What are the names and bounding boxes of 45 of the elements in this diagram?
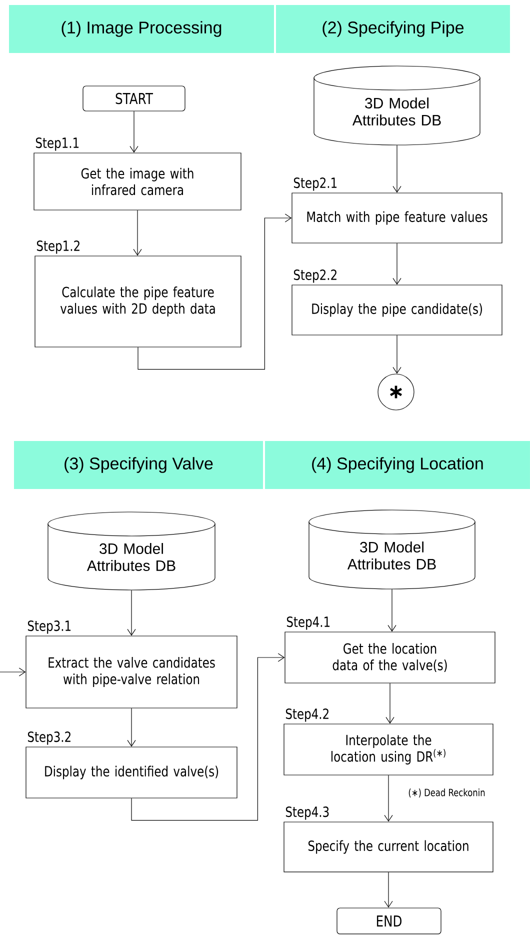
node-label: 3D Model Attributes DB bbox=[347, 541, 436, 570]
step-label: Step4.3 bbox=[286, 806, 329, 820]
step-label: Step2.2 bbox=[294, 270, 336, 283]
process-box: Get the image with infrared camera bbox=[34, 152, 242, 210]
arrow bbox=[0, 668, 26, 676]
database-cylinder: 3D Model Attributes DB bbox=[48, 512, 216, 590]
terminal-box: START bbox=[82, 86, 186, 112]
terminal-box: END bbox=[336, 908, 442, 934]
step-label: Step3.2 bbox=[28, 731, 70, 745]
section-header: (4) Specifying Location bbox=[265, 441, 530, 489]
process-box: Display the pipe candidate(s) bbox=[292, 284, 502, 336]
step-label: Step3.1 bbox=[28, 620, 71, 634]
arrow bbox=[388, 588, 396, 632]
arrow bbox=[127, 590, 136, 636]
arrow bbox=[130, 111, 138, 153]
process-box: Get the location data of the valve(s) bbox=[284, 632, 496, 684]
arrow bbox=[133, 210, 142, 256]
arrow bbox=[386, 683, 394, 724]
step-label: Step4.1 bbox=[286, 616, 330, 630]
process-box: Display the identified valve(s) bbox=[26, 746, 238, 798]
node-label: 3D Model Attributes DB bbox=[86, 542, 176, 571]
arrow bbox=[392, 243, 402, 285]
process-box: Interpolate the location using DR$^{(∗)}$ bbox=[284, 724, 494, 776]
arrow bbox=[384, 872, 393, 908]
arrow bbox=[392, 144, 402, 193]
database-cylinder: 3D Model Attributes DB bbox=[314, 66, 480, 146]
step-label: Step1.1 bbox=[36, 138, 79, 151]
process-box: Extract the valve candidates with pipe-valve relation bbox=[26, 636, 238, 708]
footnote: (∗) Dead Reckonin bbox=[408, 788, 485, 798]
section-header: (2) Specifying Pipe bbox=[276, 5, 510, 53]
process-box: Calculate the pipe feature values with 2D depth data bbox=[34, 256, 242, 348]
arrow bbox=[138, 214, 292, 370]
section-header: (1) Image Processing bbox=[9, 5, 274, 53]
database-cylinder: 3D Model Attributes DB bbox=[308, 510, 476, 590]
arrow bbox=[131, 653, 285, 821]
process-box: Specify the current location bbox=[284, 822, 494, 872]
arrow bbox=[392, 335, 402, 374]
step-label: Step2.1 bbox=[294, 178, 337, 191]
node-label: 3D Model Attributes DB bbox=[352, 97, 441, 126]
arrow bbox=[384, 775, 393, 822]
arrow bbox=[127, 708, 136, 747]
step-label: Step4.2 bbox=[286, 708, 328, 722]
process-box: Match with pipe feature values bbox=[292, 192, 502, 244]
section-header: (3) Specifying Valve bbox=[14, 441, 263, 489]
step-label: Step1.2 bbox=[36, 240, 80, 254]
